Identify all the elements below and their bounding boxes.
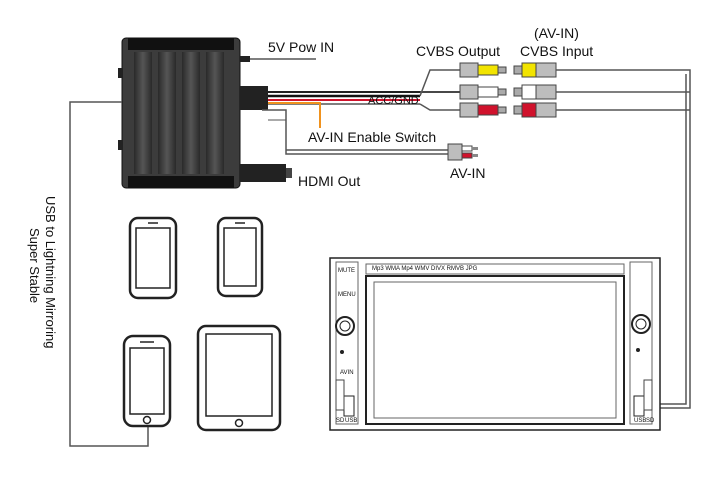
av-in-switch-label: AV-IN Enable Switch xyxy=(308,129,437,145)
av-in-label: AV-IN xyxy=(450,165,486,181)
format-list: Mp3 WMA Mp4 WMV DIVX RMVB JPG xyxy=(372,266,478,272)
converter-box xyxy=(118,37,241,189)
cvbs-input-plugs xyxy=(513,62,691,409)
acc-gnd-label: ACC/GND xyxy=(368,95,419,107)
usb-port-left-label: USB xyxy=(345,418,358,424)
cvbs-output-label: CVBS Output xyxy=(416,43,501,59)
sd-slot-right-label: SD xyxy=(646,418,655,424)
cvbs-input-label: CVBS Input xyxy=(520,43,594,59)
power-label: 5V Pow IN xyxy=(268,39,335,55)
av-in-paren-label: (AV-IN) xyxy=(534,25,579,41)
usb-label-line2: Super Stable xyxy=(27,228,42,304)
phone-icon xyxy=(128,216,178,300)
usb-label-line1: USB to Lightning Mirroring xyxy=(43,196,58,349)
tablet-icon xyxy=(196,324,282,432)
av-in-switch-cable xyxy=(262,109,478,161)
avin-port-label: AVIN xyxy=(340,370,354,376)
power-cable xyxy=(240,56,316,62)
menu-button[interactable]: MENU xyxy=(338,292,356,298)
phone-icon xyxy=(216,216,264,298)
hdmi-connector xyxy=(240,164,292,182)
cvbs-output-plugs xyxy=(459,62,507,118)
usb-cable xyxy=(69,101,149,447)
head-unit xyxy=(329,257,661,431)
mute-button[interactable]: MUTE xyxy=(338,268,355,274)
hdmi-out-label: HDMI Out xyxy=(298,173,361,189)
rca-harness xyxy=(240,69,470,128)
iphone-icon xyxy=(122,334,172,428)
sd-slot-left-label: SD xyxy=(336,418,345,424)
usb-cable-label: USB to Lightning Mirroring Super Stable xyxy=(8,190,68,380)
usb-port-right-label: USB xyxy=(634,418,647,424)
